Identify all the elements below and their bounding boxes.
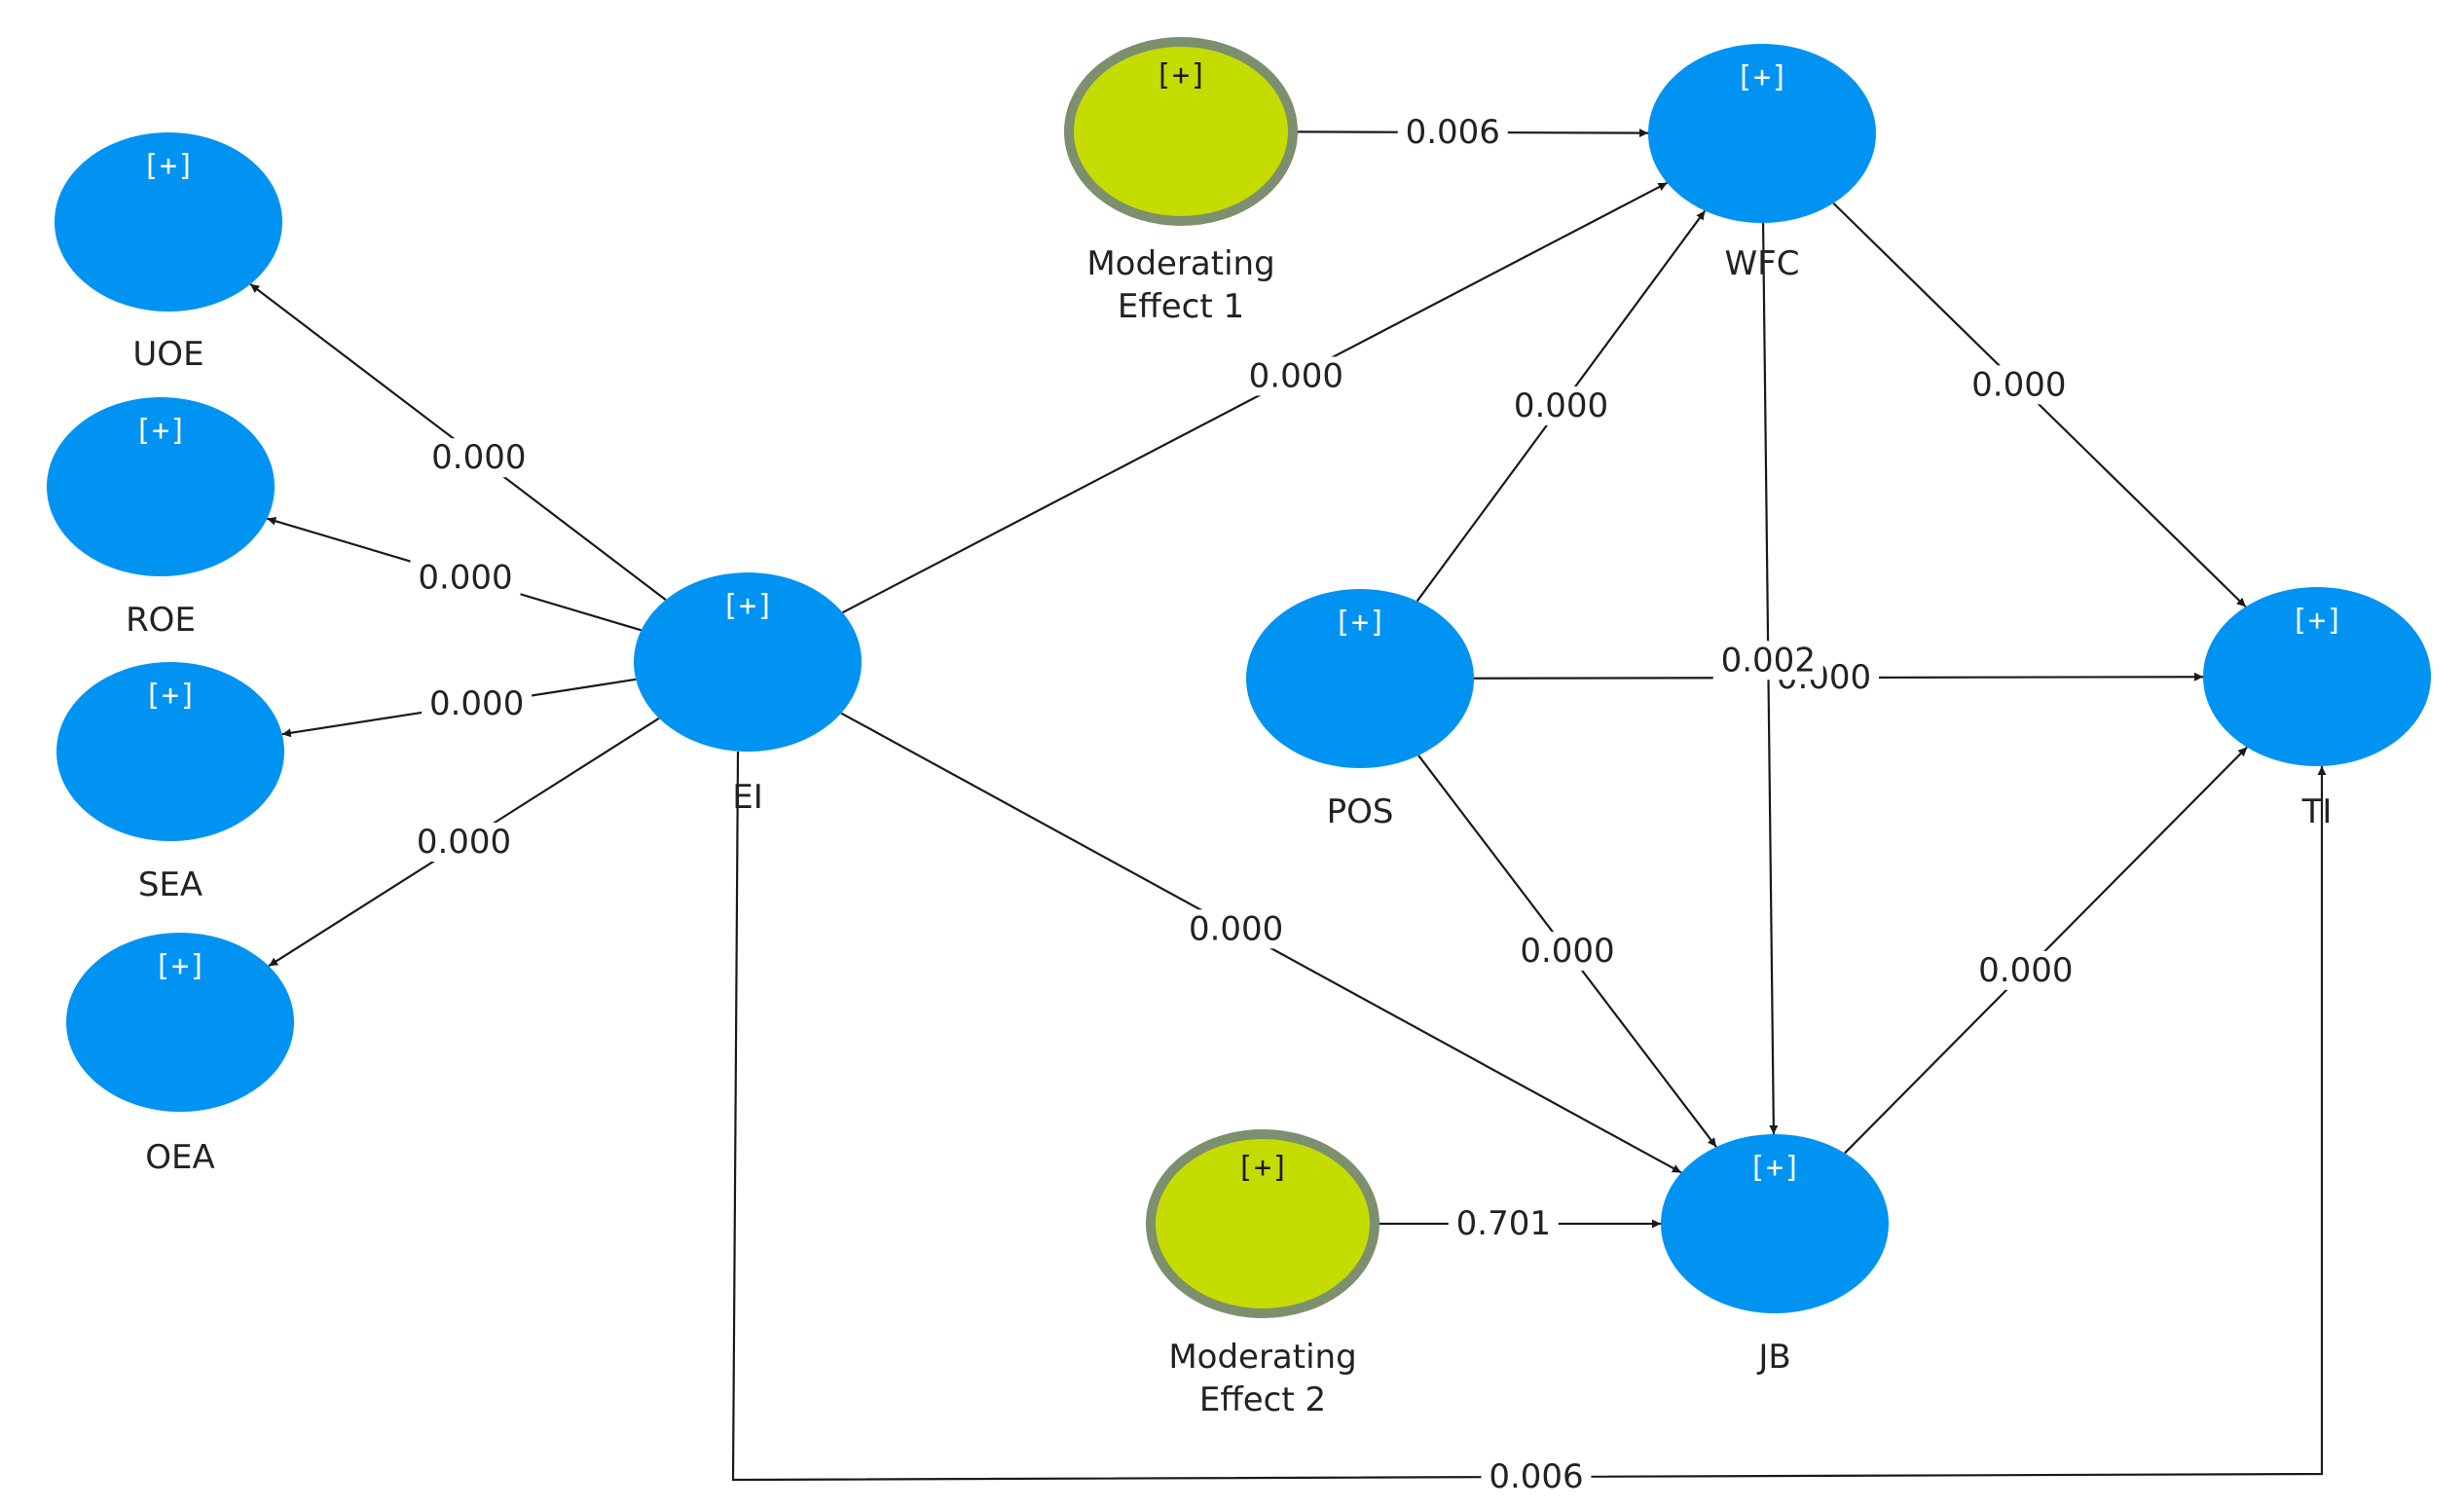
latent-ellipse[interactable]: [66, 933, 294, 1112]
edge-value-text: 0.000: [418, 558, 512, 597]
edge-value-label: 0.002: [1712, 641, 1823, 681]
edge-value-label: 0.000: [1512, 932, 1623, 971]
latent-ellipse[interactable]: [634, 572, 862, 752]
node-oea[interactable]: [+] OEA: [66, 933, 294, 1177]
edge-value-label: 0.000: [1181, 909, 1292, 949]
node-pos[interactable]: [+] POS: [1246, 589, 1474, 831]
node-label: POS: [1327, 792, 1394, 831]
node-label: Moderating: [1168, 1338, 1356, 1377]
node-uoe[interactable]: [+] UOE: [55, 132, 282, 374]
edge-value-label: 0.000: [1964, 365, 2075, 405]
edge-value-label: 0.000: [1506, 386, 1616, 425]
expand-toggle-icon[interactable]: [+]: [721, 589, 774, 623]
path-EI-to-TI: [731, 751, 2327, 1482]
edge-label-background: [410, 558, 521, 598]
edge-value-label: 0.000: [423, 438, 534, 478]
edge-value-text: 0.000: [1978, 951, 2073, 990]
node-label: JB: [1756, 1338, 1790, 1377]
edge-value-label: 0.000: [1970, 950, 2081, 990]
node-label: UOE: [132, 335, 203, 374]
edge-value-text: 0.000: [429, 684, 524, 723]
latent-ellipse[interactable]: [55, 132, 282, 312]
latent-ellipse[interactable]: [56, 662, 284, 841]
latent-ellipse[interactable]: [1246, 589, 1474, 768]
edge-value-text: 0.006: [1489, 1457, 1583, 1496]
node-label: Effect 2: [1199, 1380, 1326, 1419]
edge-label-background: [1512, 932, 1623, 971]
node-label: SEA: [138, 865, 202, 904]
expand-toggle-icon[interactable]: [+]: [2291, 604, 2343, 638]
node-label: OEA: [145, 1138, 215, 1177]
latent-ellipse[interactable]: [1661, 1134, 1889, 1313]
node-label: Effect 1: [1118, 287, 1244, 326]
edge-value-label: 0.701: [1448, 1204, 1559, 1243]
expand-toggle-icon[interactable]: [+]: [142, 149, 195, 183]
edge-label-background: [422, 684, 533, 724]
edge-value-label: 0.006: [1481, 1457, 1592, 1496]
node-jb[interactable]: [+] JB: [1661, 1134, 1889, 1377]
expand-toggle-icon[interactable]: [+]: [154, 949, 206, 983]
edge-value-text: 0.000: [431, 438, 526, 477]
node-label: WFC: [1725, 244, 1800, 283]
node-label: TI: [2301, 792, 2333, 831]
edge-value-text: 0.000: [417, 823, 511, 862]
path-EI-to-WFC: [842, 181, 1668, 614]
expand-toggle-icon[interactable]: [+]: [134, 414, 187, 448]
edge-value-text: 0.000: [1520, 932, 1614, 971]
expand-toggle-icon[interactable]: [+]: [1334, 606, 1386, 640]
edge-label-background: [1964, 365, 2075, 405]
edge-value-text: 0.000: [1249, 356, 1343, 395]
edge-label-background: [1970, 950, 2081, 990]
edge-label-background: [1397, 112, 1508, 152]
edge-value-text: 0.000: [1189, 909, 1283, 948]
edge-label-background: [1240, 356, 1351, 396]
edge-value-text: 0.701: [1456, 1204, 1551, 1243]
latent-ellipse[interactable]: [1648, 44, 1876, 223]
edge-label-background: [409, 823, 519, 862]
moderator-ellipse[interactable]: [1146, 1129, 1379, 1318]
edge-label-background: [1481, 1457, 1592, 1496]
edge-label-background: [423, 438, 534, 478]
node-label: EI: [732, 778, 763, 817]
edge-value-label: 0.006: [1397, 112, 1508, 152]
expand-toggle-icon[interactable]: [+]: [1736, 60, 1788, 94]
edge-label-background: [1712, 641, 1823, 681]
edge-value-label: 0.000: [410, 558, 521, 598]
path-WFC-to-TI: [1832, 202, 2247, 608]
edge-label-background: [1506, 386, 1616, 425]
nodes-layer: [+] UOE [+] ROE [+] SEA [+] OEA [+] EI [+] Moderati…: [47, 37, 2431, 1419]
edge-value-text: 0.006: [1406, 113, 1500, 152]
node-roe[interactable]: [+] ROE: [47, 397, 275, 640]
edges-layer: 0.000 0.000 0.000 0.000 0.000 0.000 0.006 0.006…: [249, 112, 2327, 1496]
node-ei[interactable]: [+] EI: [634, 572, 862, 817]
expand-toggle-icon[interactable]: [+]: [1236, 1151, 1289, 1185]
edge-label-background: [1448, 1204, 1559, 1243]
expand-toggle-icon[interactable]: [+]: [144, 679, 197, 713]
expand-toggle-icon[interactable]: [+]: [1155, 58, 1207, 92]
path-JB-to-TI: [1844, 746, 2248, 1155]
node-sea[interactable]: [+] SEA: [56, 662, 284, 904]
node-wfc[interactable]: [+] WFC: [1648, 44, 1876, 283]
latent-ellipse[interactable]: [47, 397, 275, 576]
moderator-ellipse[interactable]: [1064, 37, 1298, 226]
edge-value-label: 0.000: [409, 823, 519, 862]
edge-value-text: 0.000: [1514, 386, 1608, 425]
node-ti[interactable]: [+] TI: [2203, 587, 2431, 831]
edge-value-text: 0.000: [1971, 365, 2066, 404]
expand-toggle-icon[interactable]: [+]: [1748, 1151, 1801, 1185]
edge-value-label: 0.000: [1240, 356, 1351, 396]
edge-value-label: 0.000: [422, 684, 533, 724]
edge-value-text: 0.002: [1721, 641, 1816, 680]
latent-ellipse[interactable]: [2203, 587, 2431, 766]
edge-label-background: [1181, 909, 1292, 949]
node-label: ROE: [126, 601, 196, 640]
node-label: Moderating: [1086, 244, 1274, 283]
